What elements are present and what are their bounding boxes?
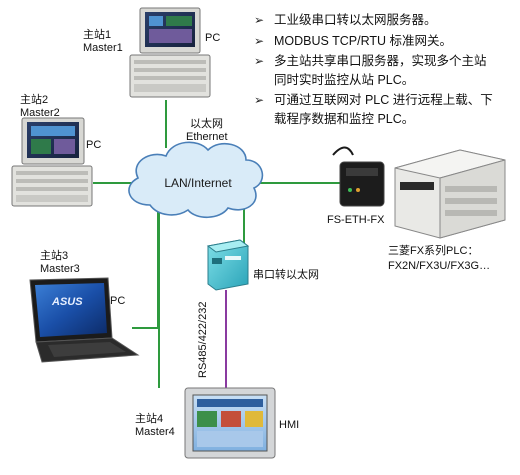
master3-laptop-icon	[29, 277, 140, 363]
feature-item: ➢ 可通过互联网对 PLC 进行远程上载、下 载程序数据和监控 PLC。	[254, 93, 493, 126]
master4-device-label: HMI	[279, 419, 300, 431]
arrow-bullet-icon: ➢	[254, 13, 265, 27]
converter-label: 串口转以太网	[253, 269, 319, 281]
adapter-label: FS-ETH-FX	[327, 214, 385, 226]
feature-list: ➢ 工业级串口转以太网服务器。 ➢ MODBUS TCP/RTU 标准网关。 ➢…	[254, 11, 516, 130]
serial-ethernet-converter-icon	[206, 239, 250, 291]
master1-label: 主站1 Master1	[83, 29, 123, 54]
mitsubishi-plc-icon	[394, 149, 506, 239]
feature-item: ➢ 工业级串口转以太网服务器。	[254, 11, 516, 30]
master2-label: 主站2 Master2	[20, 94, 60, 119]
plc-label: 三菱FX系列PLC： FX2N/FX3U/FX3G…	[388, 245, 491, 272]
feature-item: ➢ 多主站共享串口服务器，实现多个主站 同时实时监控从站 PLC。	[254, 54, 487, 87]
arrow-bullet-icon: ➢	[254, 54, 265, 68]
arrow-bullet-icon: ➢	[254, 93, 265, 107]
master4-label: 主站4 Master4	[135, 413, 175, 438]
cloud-icon	[128, 141, 264, 219]
master3-label: 主站3 Master3	[40, 250, 80, 275]
link-master3	[132, 212, 159, 329]
master1-pc-icon	[129, 7, 211, 98]
fs-eth-fx-adapter-icon	[332, 146, 385, 207]
hmi-panel-icon	[184, 387, 276, 459]
ethernet-label: 以太网 Ethernet	[186, 118, 228, 143]
master2-device-label: PC	[86, 139, 102, 151]
feature-item: ➢ MODBUS TCP/RTU 标准网关。	[254, 32, 516, 51]
master2-pc-icon	[11, 117, 93, 207]
serial-link-label: RS485/422/232	[197, 301, 209, 378]
master3-device-label: PC	[110, 295, 126, 307]
cloud-label: LAN/Internet	[164, 176, 232, 190]
master1-device-label: PC	[205, 32, 221, 44]
laptop-brand-logo: ASUS	[52, 296, 83, 308]
arrow-bullet-icon: ➢	[254, 33, 265, 48]
